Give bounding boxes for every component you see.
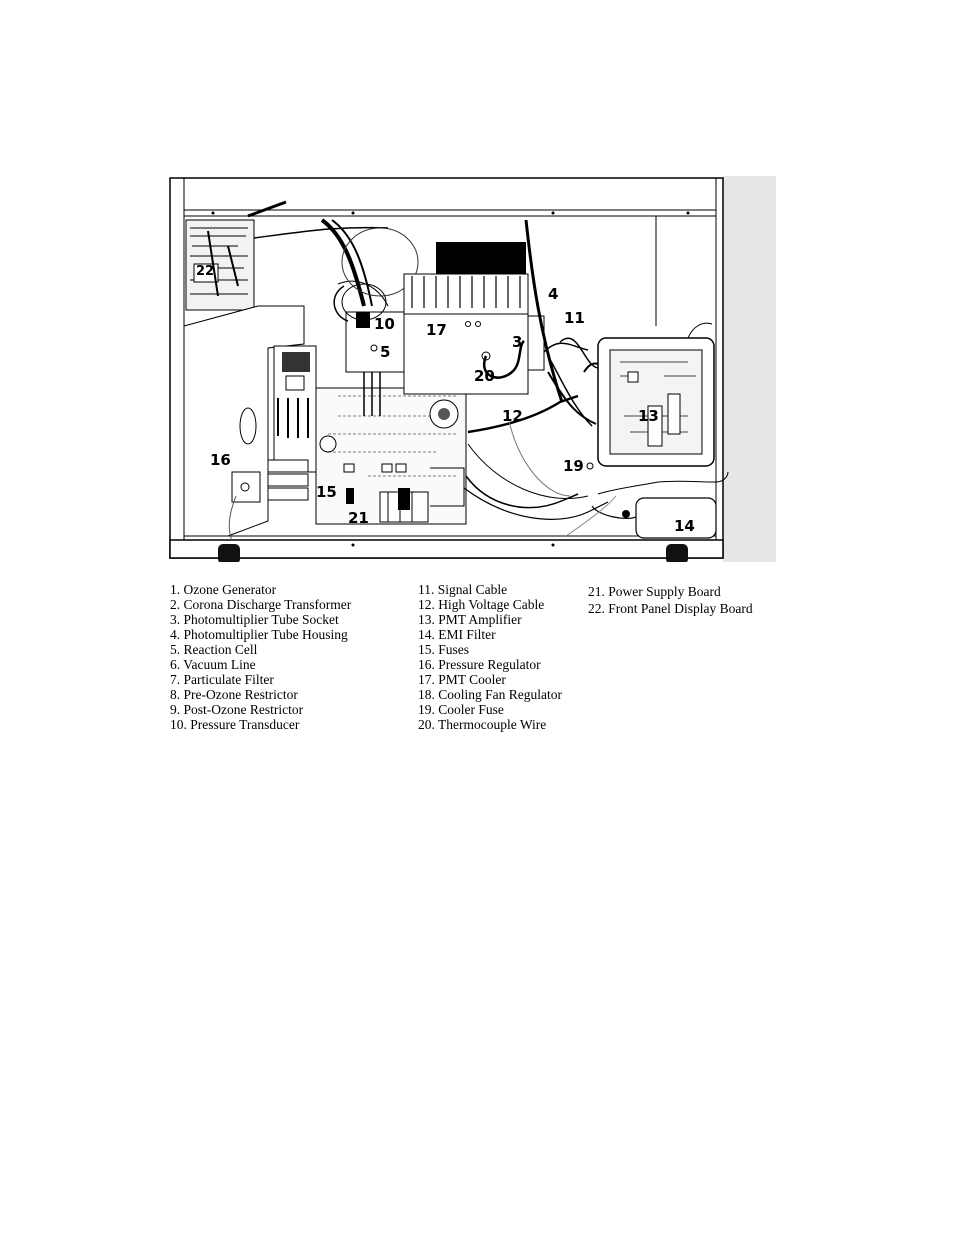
legend-item: 8. Pre-Ozone Restrictor <box>170 687 298 702</box>
callout-12: 12 <box>502 407 523 425</box>
callout-21: 21 <box>348 509 369 527</box>
legend-item: 7. Particulate Filter <box>170 672 274 687</box>
bottom-rail <box>169 539 724 559</box>
legend-item: 6. Vacuum Line <box>170 657 256 672</box>
callout-22: 22 <box>196 264 215 279</box>
legend-column-3: 21. Power Supply Board 22. Front Panel D… <box>588 584 753 618</box>
emi-filter <box>597 471 729 539</box>
reaction-cell-assembly <box>320 218 419 416</box>
legend-item: 15. Fuses <box>418 642 470 657</box>
legend-item: 21. Power Supply Board <box>588 584 721 599</box>
legend-item: 17. PMT Cooler <box>418 672 506 687</box>
callout-4: 4 <box>548 285 559 303</box>
callout-13: 13 <box>638 407 659 425</box>
power-supply-board <box>315 387 467 525</box>
callout-5: 5 <box>380 343 391 361</box>
valve-manifold <box>267 345 317 501</box>
callout-19: 19 <box>563 457 584 475</box>
legend-item: 2. Corona Discharge Transformer <box>170 597 352 612</box>
legend-item: 5. Reaction Cell <box>170 642 258 657</box>
legend-item: 18. Cooling Fan Regulator <box>418 687 562 702</box>
callout-20: 20 <box>474 367 495 385</box>
callout-14: 14 <box>674 517 695 535</box>
callout-10: 10 <box>374 315 395 333</box>
callout-17: 17 <box>426 321 447 339</box>
legend-item: 19. Cooler Fuse <box>418 702 504 717</box>
legend-item: 4. Photomultiplier Tube Housing <box>170 627 348 642</box>
callout-18: 18 <box>484 245 505 263</box>
pmt-amplifier <box>583 322 715 470</box>
legend-item: 13. PMT Amplifier <box>418 612 522 627</box>
legend-item: 9. Post-Ozone Restrictor <box>170 702 304 717</box>
legend-item: 10. Pressure Transducer <box>170 717 300 732</box>
left-foot <box>218 544 240 562</box>
legend-column-2: 11. Signal Cable 12. High Voltage Cable … <box>418 582 562 732</box>
legend-item: 14. EMI Filter <box>418 627 496 642</box>
callout-15: 15 <box>316 483 337 501</box>
legend-item: 20. Thermocouple Wire <box>418 717 547 732</box>
instrument-figure: 18 4 11 17 10 3 5 20 12 13 16 19 15 21 1… <box>168 176 776 736</box>
pressure-regulator-housing <box>183 305 305 542</box>
right-foot <box>666 544 688 562</box>
pmt-cooler <box>403 219 564 403</box>
parts-legend: 1. Ozone Generator 2. Corona Discharge T… <box>168 576 776 736</box>
legend-item: 1. Ozone Generator <box>170 582 277 597</box>
callout-11: 11 <box>564 309 585 327</box>
legend-item: 3. Photomultiplier Tube Socket <box>170 612 339 627</box>
legend-item: 11. Signal Cable <box>418 582 508 597</box>
legend-column-1: 1. Ozone Generator 2. Corona Discharge T… <box>170 582 351 732</box>
callout-3: 3 <box>512 333 523 351</box>
legend-item: 16. Pressure Regulator <box>418 657 541 672</box>
right-background <box>723 176 776 562</box>
front-panel-display-board <box>185 200 389 311</box>
instrument-interior-drawing <box>168 176 776 562</box>
legend-item: 12. High Voltage Cable <box>418 597 545 612</box>
cooling-fan-regulator <box>436 242 526 274</box>
legend-item: 22. Front Panel Display Board <box>588 601 753 616</box>
cables <box>463 337 639 537</box>
callout-16: 16 <box>210 451 231 469</box>
